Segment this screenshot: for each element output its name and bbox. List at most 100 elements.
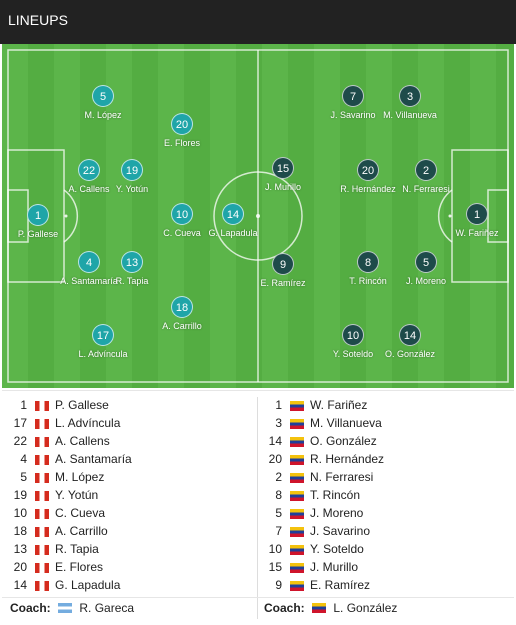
player-number: 15 <box>272 157 294 179</box>
player-name: E. Flores <box>163 138 200 148</box>
lineup-row[interactable]: 5 J. Moreno <box>264 506 504 524</box>
venezuela-flag-icon <box>290 527 304 537</box>
lineup-row[interactable]: 13 R. Tapia <box>9 542 249 560</box>
peru-flag-icon <box>35 437 49 447</box>
player-number: 20 <box>171 113 193 135</box>
player-number: 13 <box>121 251 143 273</box>
player-name: N. Ferraresi <box>402 184 450 194</box>
home-coach-name: R. Gareca <box>79 601 135 615</box>
lineup-player-name: M. Villanueva <box>310 416 382 430</box>
home-coach: Coach: R. Gareca <box>10 601 134 615</box>
away-coach: Coach: L. González <box>264 601 397 615</box>
lineup-player-name: R. Hernández <box>310 452 385 466</box>
player-name: E. Ramírez <box>260 278 306 288</box>
peru-flag-icon <box>35 545 49 555</box>
venezuela-flag-icon <box>290 491 304 501</box>
lineup-number: 3 <box>275 416 282 430</box>
player-number: 10 <box>342 324 364 346</box>
venezuela-flag-icon <box>290 455 304 465</box>
section-divider <box>2 390 514 391</box>
venezuela-flag-icon <box>290 563 304 573</box>
lineup-row[interactable]: 3 M. Villanueva <box>264 416 504 434</box>
player-name: P. Gallese <box>17 229 59 239</box>
lineup-row[interactable]: 2 N. Ferraresi <box>264 470 504 488</box>
lineup-number: 1 <box>275 398 282 412</box>
lineup-player-name: M. López <box>55 470 105 484</box>
lineup-player-name: E. Ramírez <box>310 578 371 592</box>
lineup-row[interactable]: 1 P. Gallese <box>9 398 249 416</box>
lineup-player-name: Y. Yotún <box>55 488 99 502</box>
player-number: 9 <box>272 253 294 275</box>
peru-flag-icon <box>35 401 49 411</box>
player-name: R. Tapia <box>115 276 149 286</box>
player-name: L. Advíncula <box>78 349 128 359</box>
player-number: 18 <box>171 296 193 318</box>
player-name: M. Villanueva <box>383 110 437 120</box>
player-number: 14 <box>399 324 421 346</box>
peru-flag-icon <box>35 419 49 429</box>
player-number: 14 <box>222 203 244 225</box>
lineup-player-name: N. Ferraresi <box>310 470 374 484</box>
lineup-player-name: P. Gallese <box>55 398 109 412</box>
player-number: 10 <box>171 203 193 225</box>
lineup-number: 15 <box>268 560 282 574</box>
player-number: 7 <box>342 85 364 107</box>
lineup-player-name: R. Tapia <box>55 542 99 556</box>
player-name: Y. Soteldo <box>332 349 374 359</box>
player-name: A. Callens <box>68 184 110 194</box>
away-coach-name: L. González <box>333 601 398 615</box>
peru-flag-icon <box>35 563 49 573</box>
player-name: Y. Yotún <box>115 184 149 194</box>
lineup-number: 13 <box>13 542 27 556</box>
lineup-number: 19 <box>13 488 27 502</box>
venezuela-flag-icon <box>290 473 304 483</box>
lineup-number: 5 <box>275 506 282 520</box>
lineup-number: 14 <box>268 434 282 448</box>
lineups-title: LINEUPS <box>8 12 68 28</box>
player-number: 2 <box>415 159 437 181</box>
player-name: T. Rincón <box>349 276 387 286</box>
player-name: J. Murillo <box>264 182 301 192</box>
lineup-player-name: A. Santamaría <box>55 452 132 466</box>
lineup-row[interactable]: 4 A. Santamaría <box>9 452 249 470</box>
player-number: 17 <box>92 324 114 346</box>
lineup-player-name: T. Rincón <box>310 488 361 502</box>
venezuela-flag-icon <box>290 437 304 447</box>
lineup-player-name: J. Moreno <box>310 506 364 520</box>
lineup-row[interactable]: 19 Y. Yotún <box>9 488 249 506</box>
lineup-player-name: C. Cueva <box>55 506 106 520</box>
peru-flag-icon <box>35 581 49 591</box>
lineup-number: 2 <box>275 470 282 484</box>
player-number: 5 <box>415 251 437 273</box>
player-name: C. Cueva <box>163 228 201 238</box>
lineup-row[interactable]: 8 T. Rincón <box>264 488 504 506</box>
lineup-number: 1 <box>20 398 27 412</box>
venezuela-flag-icon <box>290 419 304 429</box>
lineup-number: 14 <box>13 578 27 592</box>
peru-flag-icon <box>35 509 49 519</box>
peru-flag-icon <box>35 455 49 465</box>
lineup-number: 10 <box>268 542 282 556</box>
coach-divider <box>2 597 514 598</box>
lineup-number: 4 <box>20 452 27 466</box>
lineup-number: 8 <box>275 488 282 502</box>
player-number: 5 <box>92 85 114 107</box>
lineups-header: LINEUPS <box>0 0 516 44</box>
venezuela-flag-icon <box>290 545 304 555</box>
lineup-number: 18 <box>13 524 27 538</box>
